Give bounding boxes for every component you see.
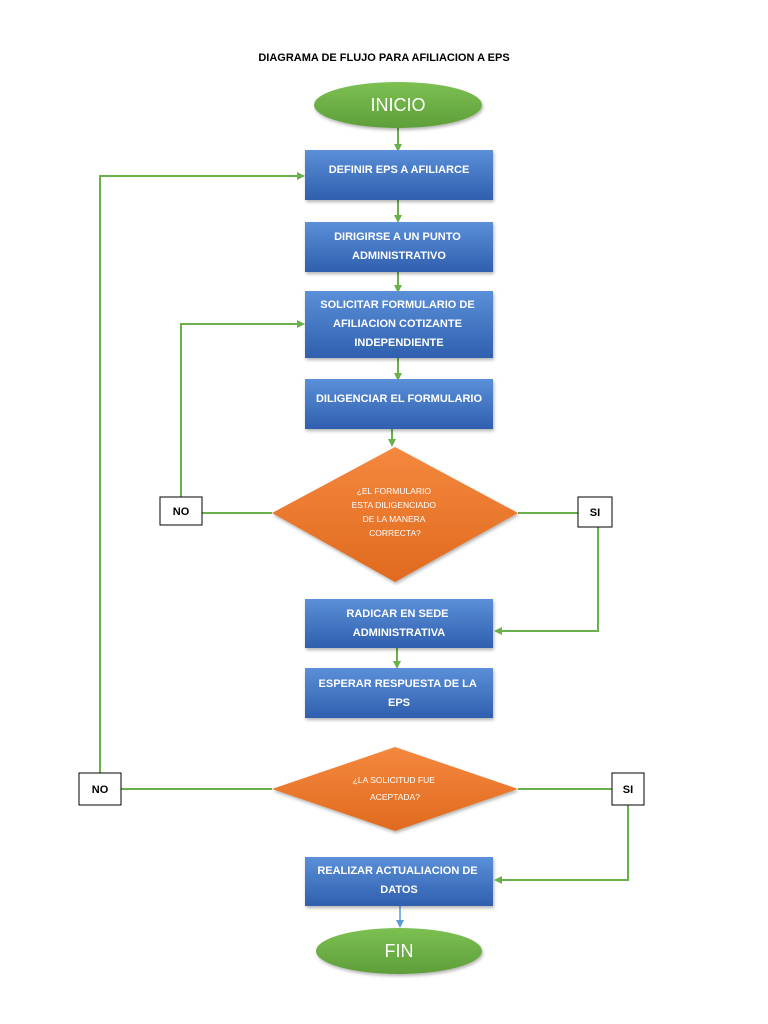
step6-line1: ESPERAR RESPUESTA DE LA: [319, 678, 477, 690]
label-box: [611, 772, 645, 806]
process-box: [305, 222, 493, 272]
process-step1: DEFINIR EPS A AFILIARCE: [305, 150, 493, 200]
arrow-d2-no-to-step1: [99, 172, 305, 773]
d1-line2: ESTA DILIGENCIADO: [352, 500, 437, 510]
process-step7-label: REALIZAR ACTUALIACION DE DATOS: [317, 865, 480, 896]
page-title: DIAGRAMA DE FLUJO PARA AFILIACION A EPS: [258, 52, 509, 64]
connectors: [99, 128, 629, 928]
process-step1-label: DEFINIR EPS A AFILIARCE: [329, 164, 470, 176]
decision2-label: ¿LA SOLICITUD FUE ACEPTADA?: [353, 775, 438, 802]
process-step4-label: DILIGENCIAR EL FORMULARIO: [316, 393, 482, 405]
step1-line1: DEFINIR EPS A AFILIARCE: [329, 164, 470, 176]
step2-line1: DIRIGIRSE A UN PUNTO: [334, 231, 461, 243]
arrow-d1-si-to-step5: [494, 527, 599, 635]
process-step3-label: SOLICITAR FORMULARIO DE AFILIACION COTIZ…: [320, 299, 477, 349]
label-box: [78, 772, 122, 806]
process-step2-label: DIRIGIRSE A UN PUNTO ADMINISTRATIVO: [334, 231, 464, 262]
step6-line2: EPS: [388, 697, 410, 709]
process-box: [305, 668, 493, 718]
d2-no-label: NO: [78, 772, 122, 806]
label-box: [159, 496, 203, 526]
d1-line1: ¿EL FORMULARIO: [357, 486, 432, 496]
process-step2: DIRIGIRSE A UN PUNTO ADMINISTRATIVO: [305, 222, 493, 272]
step4-line1: DILIGENCIAR EL FORMULARIO: [316, 393, 482, 405]
d2-no-text: NO: [92, 784, 109, 796]
process-step7: REALIZAR ACTUALIACION DE DATOS: [305, 857, 493, 906]
process-step6-label: ESPERAR RESPUESTA DE LA EPS: [319, 678, 480, 709]
step5-line2: ADMINISTRATIVA: [353, 627, 446, 639]
process-box: [305, 857, 493, 906]
start-label: INICIO: [370, 95, 425, 115]
decision-solicitud-aceptada: ¿LA SOLICITUD FUE ACEPTADA?: [272, 747, 518, 831]
process-step6: ESPERAR RESPUESTA DE LA EPS: [305, 668, 493, 718]
arrow-d1-no-to-step3: [180, 320, 305, 497]
decision-formulario-correcto: ¿EL FORMULARIO ESTA DILIGENCIADO DE LA M…: [272, 447, 518, 582]
process-box: [305, 291, 493, 358]
d1-yes-label: SI: [577, 496, 613, 528]
step3-line1: SOLICITAR FORMULARIO DE: [320, 299, 474, 311]
d2-yes-label: SI: [611, 772, 645, 806]
label-box: [577, 496, 613, 528]
process-step5: RADICAR EN SEDE ADMINISTRATIVA: [305, 599, 493, 648]
decision-diamond: [272, 747, 518, 831]
end-terminal: FIN: [316, 928, 482, 974]
start-ellipse: [314, 82, 482, 128]
process-box: [305, 599, 493, 648]
decision-diamond: [272, 447, 518, 582]
step2-line2: ADMINISTRATIVO: [352, 250, 446, 262]
d1-line3: DE LA MANERA: [363, 514, 426, 524]
end-label: FIN: [385, 941, 414, 961]
arrow-d2-si-to-step7: [494, 805, 629, 884]
step3-line3: INDEPENDIENTE: [354, 337, 443, 349]
step7-line2: DATOS: [380, 884, 418, 896]
process-box: [305, 379, 493, 429]
d1-no-label: NO: [159, 496, 203, 526]
process-box: [305, 150, 493, 200]
step7-line1: REALIZAR ACTUALIACION DE: [317, 865, 477, 877]
d1-line4: CORRECTA?: [369, 528, 421, 538]
step5-line1: RADICAR EN SEDE: [346, 608, 448, 620]
d2-line2: ACEPTADA?: [370, 792, 420, 802]
decision1-label: ¿EL FORMULARIO ESTA DILIGENCIADO DE LA M…: [352, 486, 439, 538]
d1-no-text: NO: [173, 506, 190, 518]
start-terminal: INICIO: [314, 82, 482, 128]
d1-yes-text: SI: [590, 507, 600, 519]
step3-line2: AFILIACION COTIZANTE: [333, 318, 462, 330]
process-step5-label: RADICAR EN SEDE ADMINISTRATIVA: [346, 608, 451, 639]
d2-line1: ¿LA SOLICITUD FUE: [353, 775, 436, 785]
end-ellipse: [316, 928, 482, 974]
process-step4: DILIGENCIAR EL FORMULARIO: [305, 379, 493, 429]
d2-yes-text: SI: [623, 784, 633, 796]
process-step3: SOLICITAR FORMULARIO DE AFILIACION COTIZ…: [305, 291, 493, 358]
